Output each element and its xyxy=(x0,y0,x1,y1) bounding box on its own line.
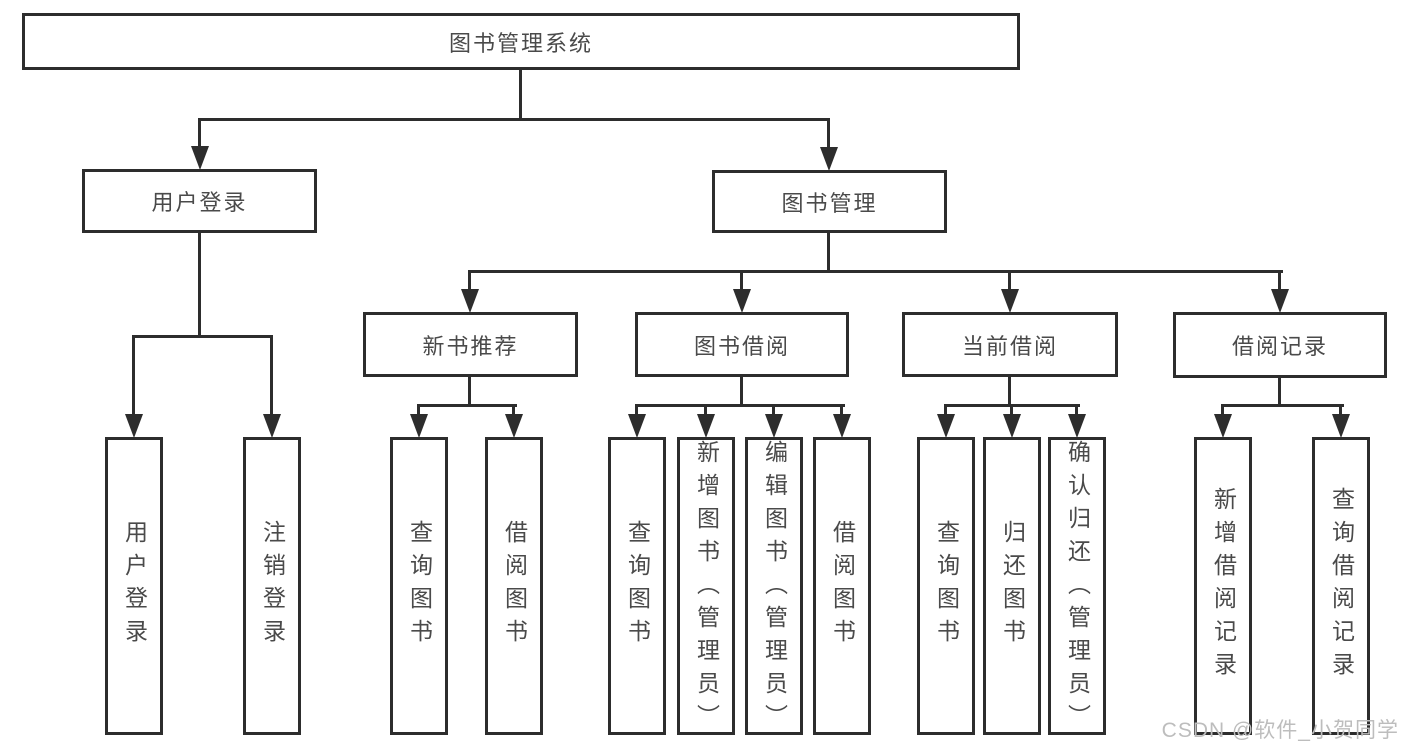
edge-line xyxy=(1075,406,1078,416)
edge-line xyxy=(1008,377,1011,407)
edge-line xyxy=(417,406,420,416)
node-borrowing-records: 借阅记录 xyxy=(1173,312,1387,378)
edge-line xyxy=(198,120,201,148)
arrowhead-icon xyxy=(628,414,646,438)
arrowhead-icon xyxy=(1068,414,1086,438)
edge-line xyxy=(132,335,273,338)
leaf-query-books-borrowing: 查询图书 xyxy=(608,437,666,735)
node-new-book-recommendation: 新书推荐 xyxy=(363,312,578,377)
leaf-user-login: 用户登录 xyxy=(105,437,163,735)
arrowhead-icon xyxy=(1214,414,1232,438)
node-book-management: 图书管理 xyxy=(712,170,947,233)
edge-line xyxy=(1278,272,1281,292)
arrowhead-icon xyxy=(820,147,838,171)
edge-line xyxy=(944,404,1080,407)
csdn-watermark: CSDN @软件_小贺同学 xyxy=(1161,719,1399,742)
edge-line xyxy=(944,406,947,416)
edge-line xyxy=(1339,406,1342,416)
edge-line xyxy=(635,404,845,407)
leaf-confirm-return-admin: 确认归还（管理员） xyxy=(1048,437,1106,737)
arrowhead-icon xyxy=(263,414,281,438)
leaf-query-books-current: 查询图书 xyxy=(917,437,975,735)
edge-line xyxy=(512,406,515,416)
leaf-borrow-books-recommend: 借阅图书 xyxy=(485,437,543,735)
arrowhead-icon xyxy=(833,414,851,438)
arrowhead-icon xyxy=(697,414,715,438)
edge-line xyxy=(417,404,517,407)
edge-line xyxy=(740,377,743,407)
node-book-borrowing: 图书借阅 xyxy=(635,312,849,377)
edge-line xyxy=(1278,378,1281,407)
edge-line xyxy=(468,377,471,407)
node-library-system: 图书管理系统 xyxy=(22,13,1020,70)
edge-line xyxy=(468,270,1283,273)
arrowhead-icon xyxy=(937,414,955,438)
arrowhead-icon xyxy=(765,414,783,438)
edge-line xyxy=(840,406,843,416)
leaf-query-borrow-record: 查询借阅记录 xyxy=(1312,437,1370,735)
edge-line xyxy=(635,406,638,416)
edge-line xyxy=(704,406,707,416)
arrowhead-icon xyxy=(1003,414,1021,438)
edge-line xyxy=(519,70,522,120)
edge-line xyxy=(468,272,471,292)
arrowhead-icon xyxy=(125,414,143,438)
edge-line xyxy=(198,233,201,337)
leaf-edit-books-admin: 编辑图书（管理员） xyxy=(745,437,803,737)
arrowhead-icon xyxy=(410,414,428,438)
edge-line xyxy=(827,120,830,148)
leaf-logout: 注销登录 xyxy=(243,437,301,735)
arrowhead-icon xyxy=(1001,289,1019,313)
edge-line xyxy=(132,337,135,415)
edge-line xyxy=(1008,272,1011,292)
edge-line xyxy=(198,118,830,121)
edge-line xyxy=(1221,404,1344,407)
leaf-query-books-recommend: 查询图书 xyxy=(390,437,448,735)
arrowhead-icon xyxy=(733,289,751,313)
edge-line xyxy=(772,406,775,416)
node-current-borrowing: 当前借阅 xyxy=(902,312,1118,377)
leaf-borrow-books-borrowing: 借阅图书 xyxy=(813,437,871,735)
leaf-return-books: 归还图书 xyxy=(983,437,1041,735)
arrowhead-icon xyxy=(191,146,209,170)
leaf-add-books-admin: 新增图书（管理员） xyxy=(677,437,735,737)
arrowhead-icon xyxy=(1332,414,1350,438)
edge-line xyxy=(740,272,743,292)
arrowhead-icon xyxy=(1271,289,1289,313)
edge-line xyxy=(270,337,273,415)
edge-line xyxy=(1221,406,1224,416)
edge-line xyxy=(1010,406,1013,416)
arrowhead-icon xyxy=(461,289,479,313)
leaf-add-borrow-record: 新增借阅记录 xyxy=(1194,437,1252,735)
node-user-login: 用户登录 xyxy=(82,169,317,233)
edge-line xyxy=(827,233,830,273)
arrowhead-icon xyxy=(505,414,523,438)
